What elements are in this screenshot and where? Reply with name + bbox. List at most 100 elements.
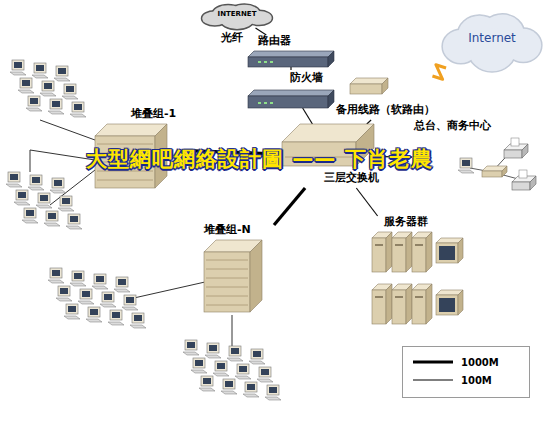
pc-monitor [259,367,271,377]
stack-unit-line [206,287,248,288]
pc-monitor [66,304,78,314]
printer-paper [511,138,519,146]
client-pc [213,361,229,376]
router-device: 路由器 [248,35,334,67]
pc-keyboard [14,202,30,205]
server-screen [439,246,455,260]
pc-keyboard [122,307,138,310]
pc-screen [22,80,30,86]
client-pc [100,292,116,307]
legend-line [413,360,453,363]
pc-keyboard [26,108,42,111]
box-front [436,295,458,315]
client-pc [56,286,72,301]
pc-screen [239,366,247,372]
pc-keyboard [191,370,207,373]
pc-screen [18,192,26,198]
client-pc [122,295,138,310]
status-light [264,61,267,63]
client-pc [92,274,108,289]
status-light [264,102,267,104]
server-drive [375,244,383,246]
client-pc [78,289,94,304]
pc-screen [52,101,60,107]
backup-link [432,65,446,80]
node-label: 防火墙 [290,72,323,84]
box-front [248,96,328,108]
server-tower [372,284,392,324]
box-side [250,240,262,312]
client-pc [28,175,44,190]
pc-screen [118,279,126,285]
status-light [270,61,273,63]
box-top [248,90,334,96]
legend-row: 100M [411,371,521,389]
pc-keyboard [44,223,60,226]
pc-monitor [64,84,76,94]
client-pc [243,382,259,397]
pc-keyboard [221,391,237,394]
pc-screen [44,83,52,89]
pc-keyboard [205,355,221,358]
box-front [372,290,386,324]
pc-keyboard [10,72,26,75]
node-icon [248,51,334,67]
pc-keyboard [265,397,281,400]
node-label: 总台、商务中心 [414,120,491,132]
desk-hub [482,166,507,177]
client-pc [58,196,74,211]
pc-keyboard [66,226,82,229]
pc-monitor [201,376,213,386]
stack-unit-line [206,269,248,270]
pc-monitor [267,385,279,395]
client-pc [205,343,221,358]
stack-switch [204,240,262,312]
box-top [248,51,334,57]
pc-screen [70,216,78,222]
pc-keyboard [6,184,22,187]
legend-line [413,379,453,380]
firewall-device: 防火墙 [248,70,334,108]
server-monitor [436,238,463,263]
pc-monitor [223,379,235,389]
server-drive [395,244,403,246]
pc-monitor [124,295,136,305]
pc-monitor [24,208,36,218]
box-front [412,238,426,272]
pc-screen [90,309,98,315]
pc-keyboard [48,111,64,114]
pc-screen [112,312,120,318]
internet-cloud: Internet [440,14,544,68]
client-pc [199,376,215,391]
pc-screen [82,291,90,297]
network-device [248,90,334,108]
client-cable [30,150,95,172]
pc-monitor [12,60,24,70]
box-front [412,290,426,324]
node-label: Internet [440,32,544,45]
node-label: 路由器 [258,35,291,47]
client-pc [221,379,237,394]
network-device [248,51,334,67]
box-front [248,57,328,67]
pc-screen [36,65,44,71]
box-top [350,78,388,84]
pc-screen [30,98,38,104]
server-group: 服务器群 [372,216,476,338]
pc-screen [68,306,76,312]
pc-keyboard [70,114,86,117]
pc-screen [187,342,195,348]
box-side [386,284,392,324]
client-pc [54,66,70,81]
client-pc [22,208,38,223]
client-pc [6,172,22,187]
pc-screen [26,210,34,216]
stack-unit-line [206,305,248,306]
printer-paper [519,170,527,178]
pc-keyboard [86,319,102,322]
client-pc [114,277,130,292]
pc-keyboard [62,96,78,99]
pc-monitor [80,289,92,299]
box-side [328,90,334,108]
